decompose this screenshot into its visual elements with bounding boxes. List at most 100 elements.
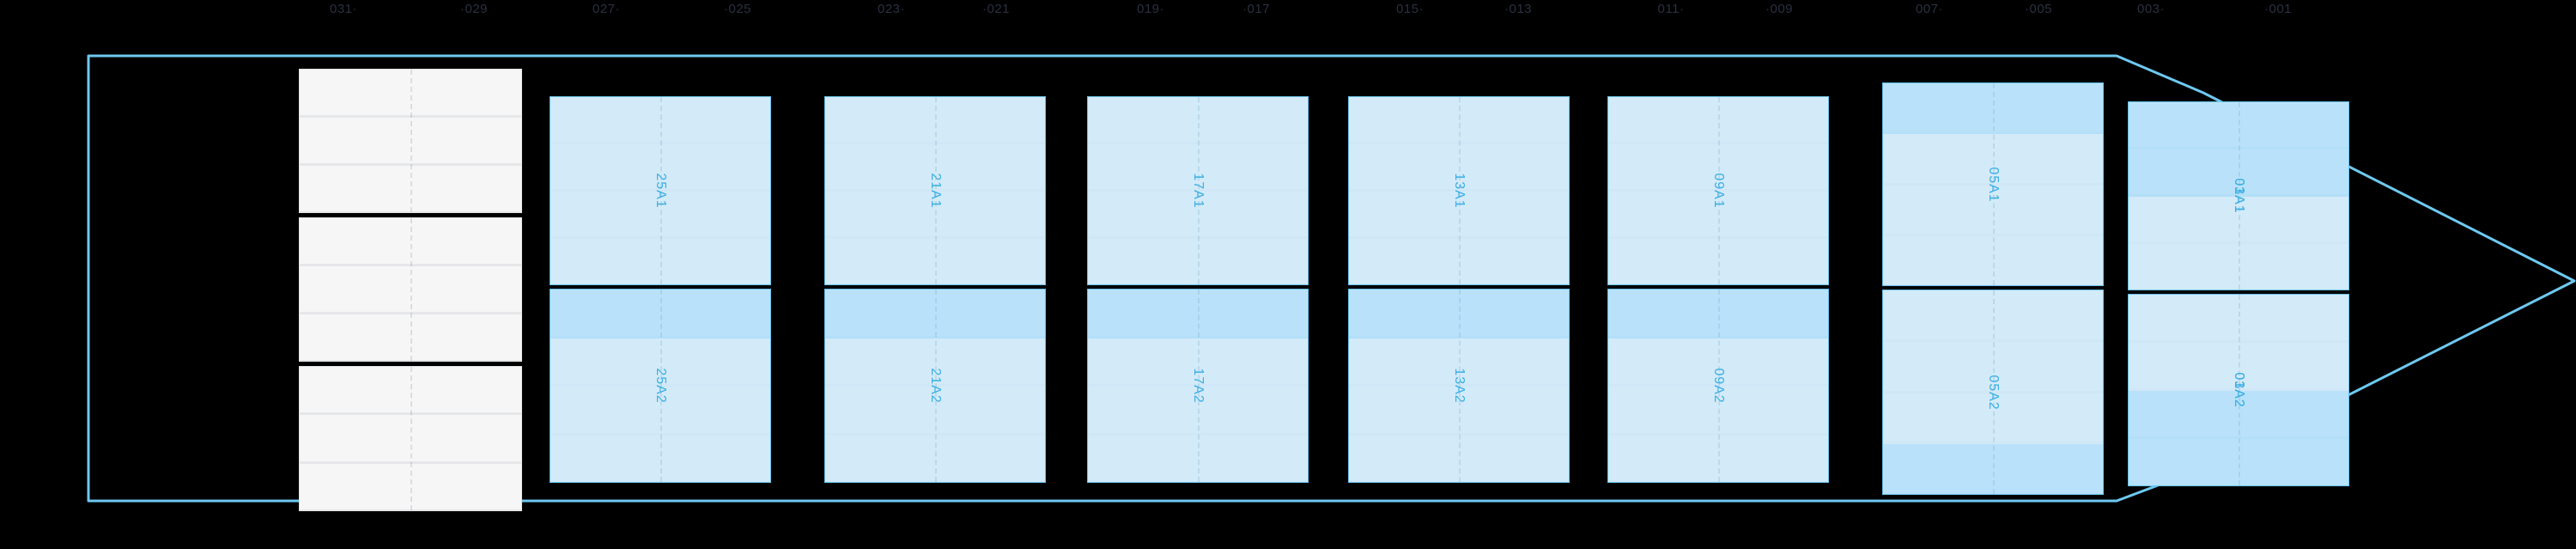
bay-09-tier-a1-row-4[interactable] (1608, 239, 1828, 284)
bay-21-tier-a2-row-3[interactable] (825, 387, 1045, 436)
bay-31-29-tier-lower-row-2[interactable] (300, 415, 521, 464)
bay-17-tier-a2-row-4[interactable] (1088, 435, 1308, 482)
bay-17-tier-a1-row-2[interactable] (1088, 144, 1308, 192)
bay-03-01-tier-a1-row-1[interactable] (2129, 102, 2348, 149)
bay-13-tier-a1-row-4[interactable] (1349, 239, 1569, 284)
bay-25-tier-a1-row-1[interactable] (550, 97, 770, 144)
bay-17-tier-a2-row-1[interactable] (1088, 290, 1308, 339)
bay-17-tier-a1[interactable]: 17A1 (1087, 96, 1309, 285)
bay-05-tier-a1-row-3[interactable] (1883, 185, 2103, 236)
bay-31-29-tier-mid-row-1[interactable] (300, 218, 521, 266)
bay-09-tier-a1-row-1[interactable] (1608, 97, 1828, 144)
bay-centerline (1198, 97, 1200, 284)
bay-05-tier-a2[interactable]: 05A2 (1882, 290, 2104, 495)
bay-17-tier-a2-row-3[interactable] (1088, 387, 1308, 436)
bay-13-tier-a2-row-2[interactable] (1349, 338, 1569, 387)
bay-25-tier-a1[interactable]: 25A1 (550, 96, 771, 285)
bay-09-tier-a2-row-2[interactable] (1608, 338, 1828, 387)
bay-25-tier-a2-row-1[interactable] (550, 290, 770, 339)
bay-centerline (2239, 295, 2240, 485)
bay-09-tier-a2-row-1[interactable] (1608, 290, 1828, 339)
bay-05-tier-a2-row-2[interactable] (1883, 341, 2103, 393)
bay-21-tier-a2[interactable]: 21A2 (824, 289, 1046, 483)
bay-05-tier-a1-row-2[interactable] (1883, 134, 2103, 186)
bay-03-01-tier-a1-row-2[interactable] (2129, 149, 2348, 197)
bay-05-tier-a2-row-3[interactable] (1883, 393, 2103, 445)
bay-21-tier-a1-row-4[interactable] (825, 239, 1045, 284)
bay-03-01-tier-a2-row-2[interactable] (2129, 343, 2348, 391)
bay-09-tier-a2-row-3[interactable] (1608, 387, 1828, 436)
bay-21-tier-a1-row-2[interactable] (825, 144, 1045, 192)
bay-25-tier-a1-row-4[interactable] (550, 239, 770, 284)
bay-13-tier-a2[interactable]: 13A2 (1348, 289, 1570, 483)
bay-31-29-tier-lower-row-3[interactable] (300, 463, 521, 510)
bay-31-29-tier-mid[interactable] (299, 217, 522, 362)
bay-centerline (1459, 290, 1461, 482)
bay-05-tier-a2-row-4[interactable] (1883, 444, 2103, 494)
bay-05-tier-a1-row-4[interactable] (1883, 235, 2103, 285)
bay-21-tier-a2-row-2[interactable] (825, 338, 1045, 387)
bay-25-tier-a1-row-3[interactable] (550, 192, 770, 239)
bay-13-tier-a2-row-4[interactable] (1349, 435, 1569, 482)
bay-09-tier-a1-row-3[interactable] (1608, 192, 1828, 239)
bay-13-tier-a1-row-1[interactable] (1349, 97, 1569, 144)
bay-31-29-tier-upper-row-1[interactable] (300, 70, 521, 118)
bay-05-tier-a1-row-1[interactable] (1883, 83, 2103, 135)
ruler-tick-021: ·021 (981, 2, 1011, 16)
bay-31-29-tier-upper[interactable] (299, 69, 522, 213)
bay-03-01-tier-a2-row-4[interactable] (2129, 439, 2348, 485)
bay-21-tier-a2-row-4[interactable] (825, 435, 1045, 482)
bay-09-tier-a2[interactable]: 09A2 (1607, 289, 1829, 483)
bay-25-tier-a2-row-3[interactable] (550, 387, 770, 436)
bay-03-01-tier-a1-row-4[interactable] (2129, 244, 2348, 290)
bay-13-tier-a2-row-1[interactable] (1349, 290, 1569, 339)
bay-05-tier-a2-row-1[interactable] (1883, 290, 2103, 342)
bay-17-tier-a1-row-1[interactable] (1088, 97, 1308, 144)
bay-17-tier-a1-row-4[interactable] (1088, 239, 1308, 284)
bay-17-tier-a2-row-2[interactable] (1088, 338, 1308, 387)
bay-13-tier-a1[interactable]: 13A1 (1348, 96, 1570, 285)
bay-31-29-tier-upper-row-2[interactable] (300, 118, 521, 166)
bay-centerline (2239, 102, 2240, 290)
bay-03-01-tier-a1-row-3[interactable] (2129, 197, 2348, 244)
bay-09-tier-a1[interactable]: 09A1 (1607, 96, 1829, 285)
bay-31-29-tier-lower-row-1[interactable] (300, 367, 521, 416)
bay-25-tier-a1-row-2[interactable] (550, 144, 770, 192)
bay-21-tier-a2-row-1[interactable] (825, 290, 1045, 339)
bay-09-tier-a1-row-2[interactable] (1608, 144, 1828, 192)
bay-31-29-tier-mid-row-2[interactable] (300, 266, 521, 314)
bay-13-tier-a1-row-3[interactable] (1349, 192, 1569, 239)
bay-21-tier-a1-row-1[interactable] (825, 97, 1045, 144)
bay-21-tier-a1[interactable]: 21A1 (824, 96, 1046, 285)
bay-centerline (1993, 83, 1995, 285)
bay-centerline (410, 70, 412, 212)
bay-13-tier-a2-row-3[interactable] (1349, 387, 1569, 436)
bay-25-tier-a2[interactable]: 25A2 (550, 289, 771, 483)
bay-09-tier-a2-row-4[interactable] (1608, 435, 1828, 482)
bay-03-01-tier-a2-row-1[interactable] (2129, 295, 2348, 343)
bay-13-tier-a1-row-2[interactable] (1349, 144, 1569, 192)
bay-31-29-tier-lower[interactable] (299, 366, 522, 511)
bay-17-tier-a2[interactable]: 17A2 (1087, 289, 1309, 483)
bay-25-tier-a2-row-4[interactable] (550, 435, 770, 482)
bay-03-01-tier-a2-row-3[interactable] (2129, 391, 2348, 439)
bay-05-tier-a1[interactable]: 05A1 (1882, 82, 2104, 286)
bay-31-29-tier-upper-row-3[interactable] (300, 166, 521, 212)
bay-31-29-tier-mid-row-3[interactable] (300, 314, 521, 361)
bay-25-tier-a2-row-2[interactable] (550, 338, 770, 387)
bay-17-tier-a1-row-3[interactable] (1088, 192, 1308, 239)
bay-31-29[interactable] (299, 69, 522, 511)
ruler-tick-001: ·001 (2263, 2, 2293, 16)
bay-21-tier-a1-row-3[interactable] (825, 192, 1045, 239)
